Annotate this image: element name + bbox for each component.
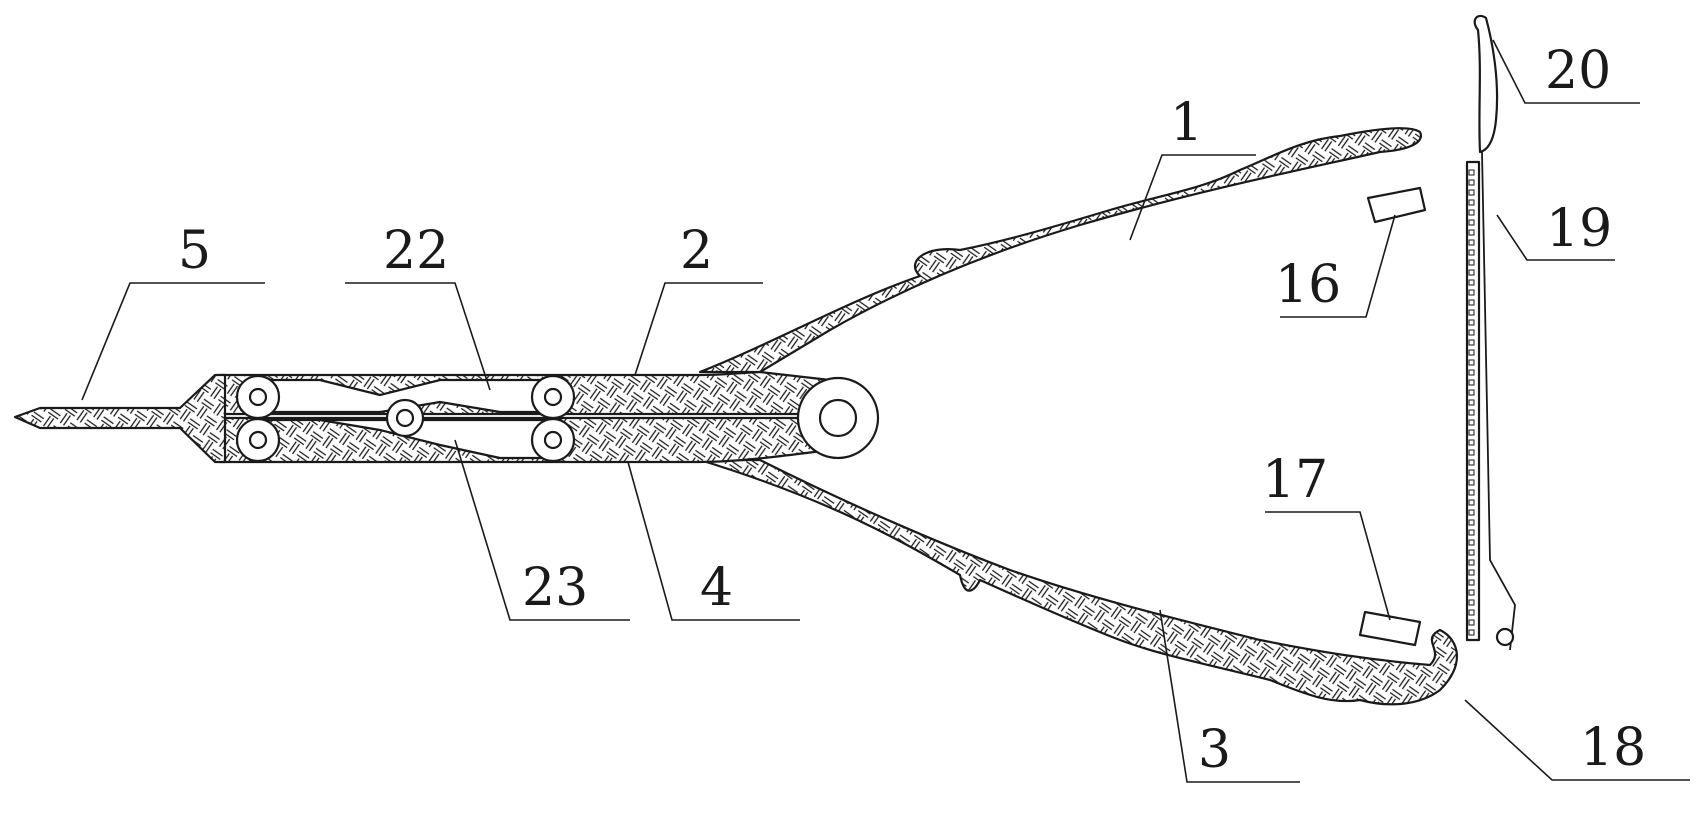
ratchet-tooth [1468, 259, 1475, 266]
ratchet-tooth [1468, 629, 1475, 636]
ratchet-tooth [1468, 229, 1475, 236]
ratchet-tooth [1468, 559, 1475, 566]
ratchet-tooth [1468, 299, 1475, 306]
pointed-tip [13, 373, 227, 464]
ratchet-tooth [1468, 479, 1475, 486]
ratchet-tooth [1468, 379, 1475, 386]
roller-upper-left-core [248, 387, 268, 407]
ratchet-tooth [1468, 349, 1475, 356]
ratchet-tooth [1468, 449, 1475, 456]
label-16: 16 [1275, 255, 1341, 315]
rollers [235, 374, 576, 463]
ratchet-tooth [1468, 269, 1475, 276]
ratchet-tooth [1468, 359, 1475, 366]
ratchet-tooth [1468, 599, 1475, 606]
ratchet-tooth [1468, 339, 1475, 346]
ratchet-tooth [1468, 209, 1475, 216]
ratchet-tooth [1468, 539, 1475, 546]
label-1: 1 [1170, 93, 1203, 153]
leader-18 [1464, 699, 1690, 781]
ratchet-tooth [1468, 489, 1475, 496]
ratchet-tooth [1468, 459, 1475, 466]
ratchet-tooth [1468, 429, 1475, 436]
leader-23 [454, 439, 630, 621]
roller-middle-core [395, 408, 415, 428]
ratchet-teeth [1468, 169, 1475, 636]
ratchet-tooth [1468, 529, 1475, 536]
roller-lower-left-core [248, 430, 268, 450]
ratchet-tooth [1468, 389, 1475, 396]
main-pivot-core [818, 398, 858, 438]
leader-lines [81, 39, 1690, 783]
upper-handle-arm [698, 126, 1423, 374]
label-5: 5 [178, 221, 211, 281]
leader-20 [1492, 39, 1640, 104]
label-22: 22 [383, 221, 449, 281]
ratchet-tooth [1468, 239, 1475, 246]
label-18: 18 [1580, 718, 1646, 778]
ratchet-tooth [1468, 609, 1475, 616]
ratchet-tooth [1468, 219, 1475, 226]
leader-5 [81, 282, 265, 401]
ratchet-tooth [1468, 199, 1475, 206]
ratchet-tooth [1468, 499, 1475, 506]
label-3: 3 [1198, 720, 1231, 780]
leader-17 [1265, 511, 1391, 621]
leader-22 [345, 282, 491, 391]
ratchet-tooth [1468, 549, 1475, 556]
ratchet-tooth [1468, 509, 1475, 516]
block-16 [1366, 186, 1427, 224]
ratchet-tooth [1468, 279, 1475, 286]
label-23: 23 [522, 558, 588, 618]
ratchet-tooth [1468, 169, 1475, 176]
label-17: 17 [1262, 450, 1328, 510]
ratchet-tooth [1468, 249, 1475, 256]
ratchet-tooth [1468, 319, 1475, 326]
ratchet-tooth [1468, 569, 1475, 576]
label-2: 2 [680, 221, 713, 281]
ratchet-tooth [1468, 179, 1475, 186]
ratchet-tooth [1468, 309, 1475, 316]
ratchet-tooth [1468, 579, 1475, 586]
leader-16 [1280, 214, 1396, 318]
ratchet-tooth [1468, 289, 1475, 296]
ratchet-tooth [1468, 619, 1475, 626]
ratchet-tooth [1468, 409, 1475, 416]
block-17 [1358, 610, 1422, 647]
roller-lower-right-core [543, 430, 563, 450]
pin-18 [1495, 627, 1515, 647]
leader-3 [1159, 609, 1300, 783]
ratchet-tooth [1468, 399, 1475, 406]
leader-2 [634, 282, 763, 376]
labels: 5 22 2 1 16 19 20 23 4 17 3 18 [178, 41, 1646, 780]
ratchet-tooth [1468, 419, 1475, 426]
leader-1 [1129, 154, 1256, 241]
ratchet-tooth [1468, 189, 1475, 196]
roller-upper-right-core [543, 387, 563, 407]
leader-4 [627, 461, 800, 621]
ratchet-tooth [1468, 329, 1475, 336]
ratchet-tooth [1468, 589, 1475, 596]
hook-20 [1473, 14, 1499, 154]
lower-handle-arm [698, 458, 1458, 706]
ratchet-tooth [1468, 469, 1475, 476]
label-20: 20 [1545, 41, 1611, 101]
spring-wire [1481, 151, 1516, 651]
ratchet-tooth [1468, 439, 1475, 446]
label-19: 19 [1546, 199, 1612, 259]
ratchet-tooth [1468, 369, 1475, 376]
label-4: 4 [700, 558, 733, 618]
leader-19 [1496, 214, 1615, 261]
ratchet-tooth [1468, 519, 1475, 526]
